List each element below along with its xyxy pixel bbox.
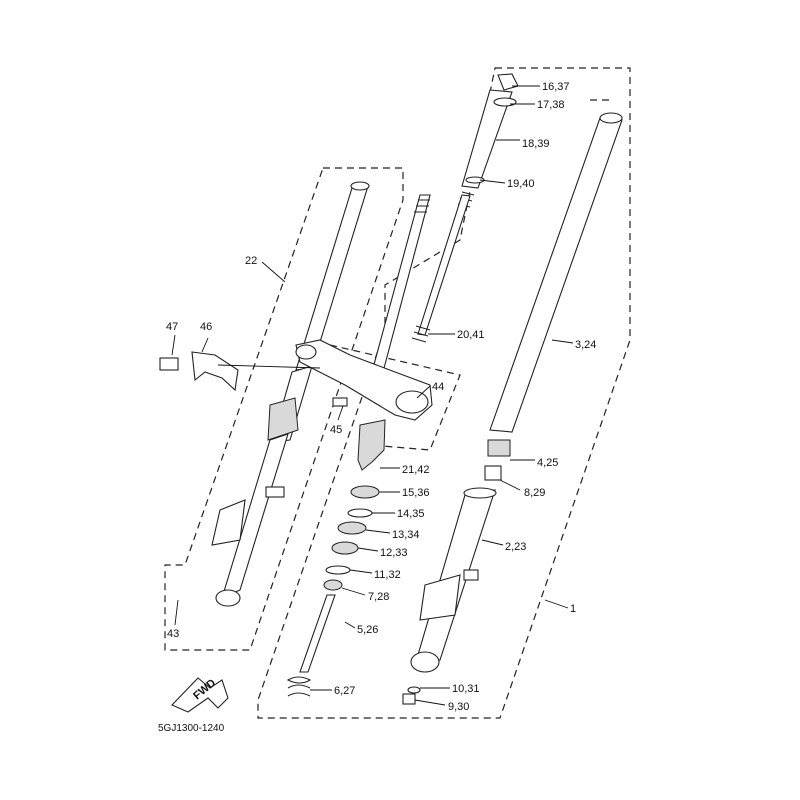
spacer-18-39 (461, 89, 513, 189)
callout-c26: 10,31 (452, 683, 480, 695)
bracket-bolt-45 (332, 397, 348, 407)
callout-c18: 2,23 (505, 541, 526, 553)
left-fork-boundary (164, 167, 404, 651)
steering-assembly (159, 194, 433, 697)
callout-c15: 8,29 (524, 487, 545, 499)
left-tube-cap (350, 181, 370, 191)
callout-c23: 43 (167, 628, 179, 640)
lower-bracket-clamp-left (295, 344, 317, 360)
callout-c19: 12,33 (380, 547, 408, 559)
group-boundaries (164, 67, 631, 719)
right-axle-boss (410, 651, 440, 673)
washer-14-35 (347, 508, 373, 518)
right-fork-assembly (402, 112, 623, 705)
washer-10-31 (407, 686, 421, 694)
callout-c5: 20,41 (457, 329, 485, 341)
callout-c4: 19,40 (507, 178, 535, 190)
callout-c10: 44 (432, 381, 444, 393)
right-inner-tube (489, 117, 623, 433)
right-outer-tube-top (463, 487, 497, 499)
right-tube-top (599, 112, 623, 124)
callout-c14: 15,36 (402, 487, 430, 499)
spring-stack (411, 73, 519, 343)
callout-c24: 5,26 (357, 624, 378, 636)
leader-lines (171, 85, 574, 706)
spring-6-27 (286, 676, 312, 697)
ring-13-34 (337, 521, 367, 535)
fwd-arrow-shape (171, 677, 229, 713)
clip-7-28 (323, 579, 343, 591)
bracket-boundary (329, 344, 461, 451)
bearing-15-36 (350, 485, 380, 499)
callout-c12: 21,42 (402, 464, 430, 476)
callout-c2: 17,38 (537, 99, 565, 111)
stem-thread (414, 199, 430, 213)
left-fork-assembly (211, 181, 370, 607)
cap-bolt-16-37 (497, 73, 519, 91)
callout-c25: 6,27 (334, 685, 355, 697)
callout-c6: 3,24 (575, 339, 596, 351)
seal-11-32 (325, 565, 351, 575)
callout-c7: 22 (245, 255, 257, 267)
bolt-47 (159, 357, 179, 371)
spring-bottom-coils (411, 325, 431, 343)
bearing-12-33 (331, 541, 359, 555)
left-outer-tube (221, 433, 289, 599)
hose-holder-46 (191, 351, 239, 392)
holder-link-line (217, 364, 321, 369)
callout-c8: 47 (166, 321, 178, 333)
washer-19-40 (465, 176, 485, 184)
bushing-8-29 (484, 465, 502, 481)
cover-21-42 (357, 419, 386, 471)
callout-c20: 11,32 (374, 569, 401, 581)
bushing-4-25 (487, 439, 511, 457)
left-caliper-mount (211, 499, 246, 546)
right-fork-boundary (257, 67, 631, 719)
spring-20-41 (417, 194, 471, 336)
callout-c3: 18,39 (522, 138, 550, 150)
damper-rod-5-26 (299, 594, 336, 673)
callout-c1: 16,37 (542, 81, 570, 93)
callout-c9: 46 (200, 321, 212, 333)
callout-labels: 16,37 17,38 18,39 19,40 20,41 3,24 22 47… (166, 81, 596, 713)
left-hose-clamp (265, 486, 285, 498)
lower-bracket-clamp-right (395, 390, 429, 414)
left-axle-boss (215, 589, 241, 607)
oring-17-38 (493, 97, 517, 107)
callout-c27: 9,30 (448, 701, 469, 713)
callout-c11: 45 (330, 424, 342, 436)
diagram-part-number: 5GJ1300-1240 (158, 723, 225, 734)
left-dust-cover (267, 397, 299, 441)
drain-bolt-9-30 (402, 693, 416, 705)
right-hose-clamp (463, 569, 479, 581)
callout-c22: 1 (570, 603, 576, 615)
callout-c16: 14,35 (397, 508, 425, 520)
callout-c13: 4,25 (537, 457, 558, 469)
callout-c21: 7,28 (368, 591, 389, 603)
right-caliper-mount (419, 574, 461, 621)
callout-c17: 13,34 (392, 529, 420, 541)
steering-stem-shaft (371, 194, 431, 373)
fwd-direction-arrow: FWD (171, 677, 229, 713)
